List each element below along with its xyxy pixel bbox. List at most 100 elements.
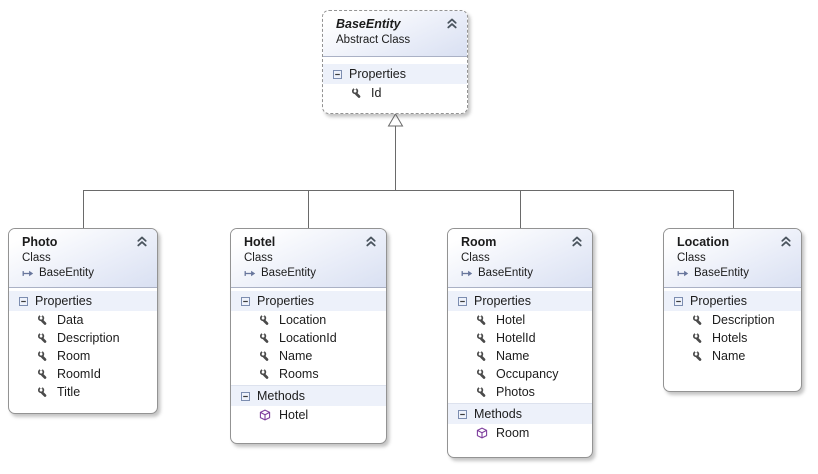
member-row[interactable]: Hotel xyxy=(448,311,592,329)
section-header-row[interactable]: Properties xyxy=(448,291,592,311)
section-header-row[interactable]: Properties xyxy=(9,291,157,311)
section-label: Properties xyxy=(690,294,747,308)
collapse-chevron-icon[interactable] xyxy=(136,236,148,247)
section-header-row[interactable]: Methods xyxy=(231,385,386,406)
member-row[interactable]: Room xyxy=(448,424,592,442)
inheritance-connector-drop-hotel[interactable] xyxy=(308,190,309,228)
member-row[interactable]: HotelId xyxy=(448,329,592,347)
section-header-row[interactable]: Properties xyxy=(664,291,801,311)
member-name: Room xyxy=(496,426,530,440)
member-row[interactable]: Name xyxy=(448,347,592,365)
member-name: Room xyxy=(57,349,91,363)
member-name: RoomId xyxy=(57,367,101,381)
base-type-name: BaseEntity xyxy=(694,267,749,279)
section-header-row[interactable]: Properties xyxy=(231,291,386,311)
inheritance-connector-stem[interactable] xyxy=(395,126,396,191)
member-name: Name xyxy=(712,349,746,363)
section-header-row[interactable]: Methods xyxy=(448,403,592,424)
collapse-chevron-icon[interactable] xyxy=(780,236,792,247)
member-name: Name xyxy=(279,349,313,363)
section-methods: Methods Hotel xyxy=(231,385,386,424)
member-row[interactable]: Occupancy xyxy=(448,365,592,383)
inherits-arrow-icon xyxy=(461,269,473,278)
inheritance-connector-drop-room[interactable] xyxy=(520,190,521,228)
section-properties: Properties Id xyxy=(323,64,467,102)
member-row[interactable]: Location xyxy=(231,311,386,329)
class-body: Properties Hotel HotelId Name Occupancy xyxy=(448,288,592,450)
collapse-chevron-icon[interactable] xyxy=(365,236,377,247)
collapse-chevron-icon[interactable] xyxy=(571,236,583,247)
section-header-row[interactable]: Properties xyxy=(323,64,467,84)
section-label: Methods xyxy=(257,389,305,403)
minus-box-icon[interactable] xyxy=(333,70,342,79)
property-wrench-icon xyxy=(259,314,271,326)
class-kind: Class xyxy=(461,252,490,264)
minus-box-icon[interactable] xyxy=(241,297,250,306)
section-label: Properties xyxy=(349,67,406,81)
member-name: Hotel xyxy=(496,313,526,327)
section-label: Properties xyxy=(474,294,531,308)
member-row[interactable]: Name xyxy=(231,347,386,365)
member-name: Title xyxy=(57,385,81,399)
member-row[interactable]: Data xyxy=(9,311,157,329)
inherits-arrow-icon xyxy=(244,269,256,278)
property-wrench-icon xyxy=(37,314,49,326)
section-label: Properties xyxy=(257,294,314,308)
inheritance-triangle-marker xyxy=(387,113,404,127)
member-name: LocationId xyxy=(279,331,337,345)
base-type-name: BaseEntity xyxy=(39,267,94,279)
member-row[interactable]: Hotel xyxy=(231,406,386,424)
class-body: Properties Id xyxy=(323,57,467,110)
member-name: Hotel xyxy=(279,408,309,422)
member-row[interactable]: Room xyxy=(9,347,157,365)
class-kind: Class xyxy=(22,252,51,264)
member-row[interactable]: Description xyxy=(664,311,801,329)
class-box-photo[interactable]: Photo Class BaseEntity Properties Data xyxy=(8,228,158,414)
section-methods: Methods Room xyxy=(448,403,592,442)
base-type-name: BaseEntity xyxy=(478,267,533,279)
member-name: Id xyxy=(371,86,382,100)
minus-box-icon[interactable] xyxy=(674,297,683,306)
member-row[interactable]: Photos xyxy=(448,383,592,401)
class-kind: Class xyxy=(244,252,273,264)
member-row[interactable]: Rooms xyxy=(231,365,386,383)
class-box-room[interactable]: Room Class BaseEntity Properties Hotel xyxy=(447,228,593,458)
class-box-location[interactable]: Location Class BaseEntity Properties Des… xyxy=(663,228,802,392)
section-label: Properties xyxy=(35,294,92,308)
class-box-hotel[interactable]: Hotel Class BaseEntity Properties Locati… xyxy=(230,228,387,444)
base-type-row: BaseEntity xyxy=(677,266,791,280)
member-name: Data xyxy=(57,313,84,327)
member-name: HotelId xyxy=(496,331,536,345)
member-row[interactable]: Hotels xyxy=(664,329,801,347)
inheritance-connector-horizontal[interactable] xyxy=(83,190,734,191)
minus-box-icon[interactable] xyxy=(458,297,467,306)
member-row[interactable]: Id xyxy=(323,84,467,102)
property-wrench-icon xyxy=(37,368,49,380)
member-row[interactable]: RoomId xyxy=(9,365,157,383)
member-row[interactable]: Name xyxy=(664,347,801,365)
collapse-chevron-icon[interactable] xyxy=(446,18,458,29)
inheritance-connector-drop-location[interactable] xyxy=(733,190,734,228)
class-header: Room Class BaseEntity xyxy=(448,229,592,288)
class-box-baseentity[interactable]: BaseEntity Abstract Class Properties Id xyxy=(322,10,468,114)
member-row[interactable]: LocationId xyxy=(231,329,386,347)
minus-box-icon[interactable] xyxy=(19,297,28,306)
minus-box-icon[interactable] xyxy=(458,410,467,419)
member-row[interactable]: Description xyxy=(9,329,157,347)
section-label: Methods xyxy=(474,407,522,421)
class-header: Hotel Class BaseEntity xyxy=(231,229,386,288)
class-header: Photo Class BaseEntity xyxy=(9,229,157,288)
inherits-arrow-icon xyxy=(677,269,689,278)
member-row[interactable]: Title xyxy=(9,383,157,401)
section-properties: Properties Hotel HotelId Name Occupancy xyxy=(448,291,592,401)
inheritance-connector-drop-photo[interactable] xyxy=(83,190,84,228)
class-title: Hotel xyxy=(244,235,276,249)
class-kind: Abstract Class xyxy=(336,34,411,46)
member-name: Occupancy xyxy=(496,367,559,381)
property-wrench-icon xyxy=(692,314,704,326)
property-wrench-icon xyxy=(37,332,49,344)
member-name: Description xyxy=(712,313,775,327)
minus-box-icon[interactable] xyxy=(241,392,250,401)
base-type-name: BaseEntity xyxy=(261,267,316,279)
